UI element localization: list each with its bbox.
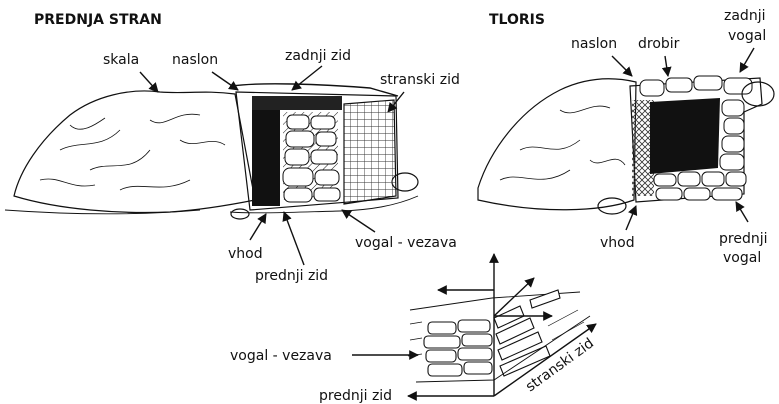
label-back-corner-1: zadnji [724, 8, 765, 24]
label-front-wall: prednji zid [255, 268, 328, 284]
label-side-wall: stranski zid [380, 72, 460, 88]
label-corner-binding-front: vogal - vezava [355, 235, 457, 251]
plan-rock-shape [478, 79, 636, 210]
plan-view-sketch [478, 76, 774, 214]
label-support-plan: naslon [571, 36, 617, 52]
label-rock: skala [103, 52, 139, 68]
front-view-title: PREDNJA STRAN [34, 12, 162, 28]
rock-shape [14, 91, 255, 212]
label-entrance-front: vhod [228, 246, 263, 262]
label-rubble: drobir [638, 36, 680, 52]
label-support-front: naslon [172, 52, 218, 68]
label-front-corner-1: prednji [719, 231, 768, 247]
entrance-dark [252, 96, 280, 206]
label-corner-binding-detail: vogal - vezava [230, 348, 332, 364]
plan-view-title: TLORIS [489, 12, 545, 28]
label-front-corner-2: vogal [723, 250, 761, 266]
label-back-wall: zadnji zid [285, 48, 351, 64]
front-view-sketch [5, 84, 418, 219]
label-back-corner-2: vogal [728, 28, 766, 44]
label-entrance-plan: vhod [600, 235, 635, 251]
label-front-wall-detail: prednji zid [319, 388, 392, 404]
